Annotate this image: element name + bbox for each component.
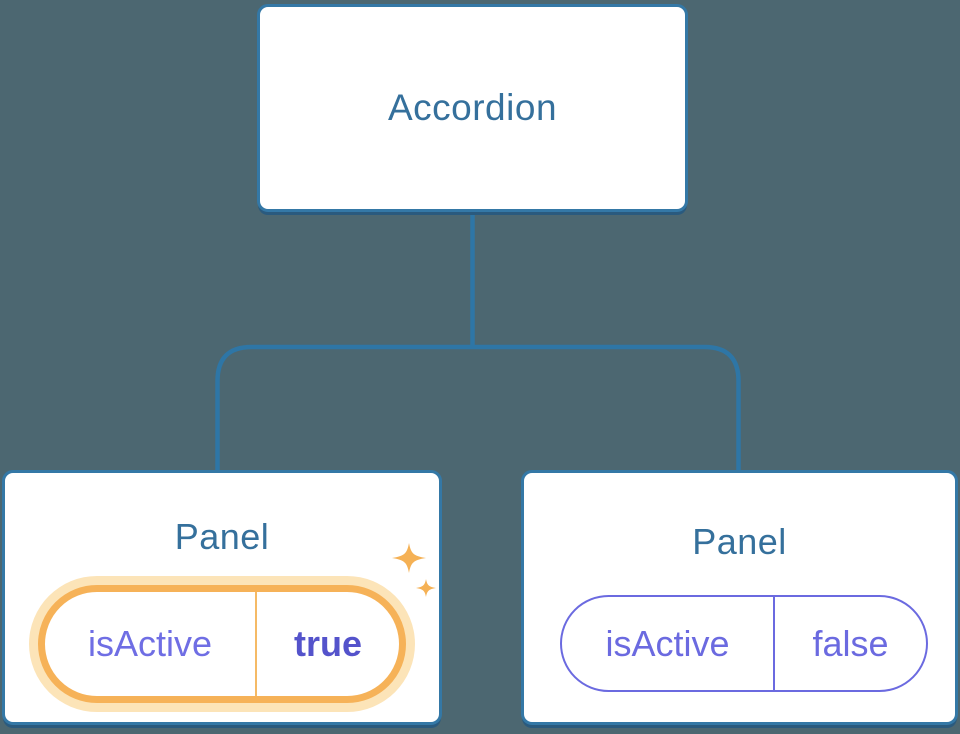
panel-node-label: Panel xyxy=(692,521,787,562)
prop-name-label: isActive xyxy=(45,592,257,696)
accordion-node: Accordion xyxy=(257,4,688,212)
panel-node-label: Panel xyxy=(174,516,270,557)
accordion-node-label: Accordion xyxy=(387,87,558,128)
panel-node-active: Panel isActive true xyxy=(2,470,442,725)
prop-pill-inactive: isActive false xyxy=(560,595,928,692)
connector-bracket xyxy=(215,344,741,471)
prop-value-label: false xyxy=(812,622,889,664)
prop-value-label: true xyxy=(293,623,362,664)
prop-pill-active: isActive true xyxy=(38,585,406,703)
prop-name-label: isActive xyxy=(562,597,775,690)
sparkle-small xyxy=(416,579,436,597)
panel-node-inactive: Panel isActive false xyxy=(521,470,958,725)
